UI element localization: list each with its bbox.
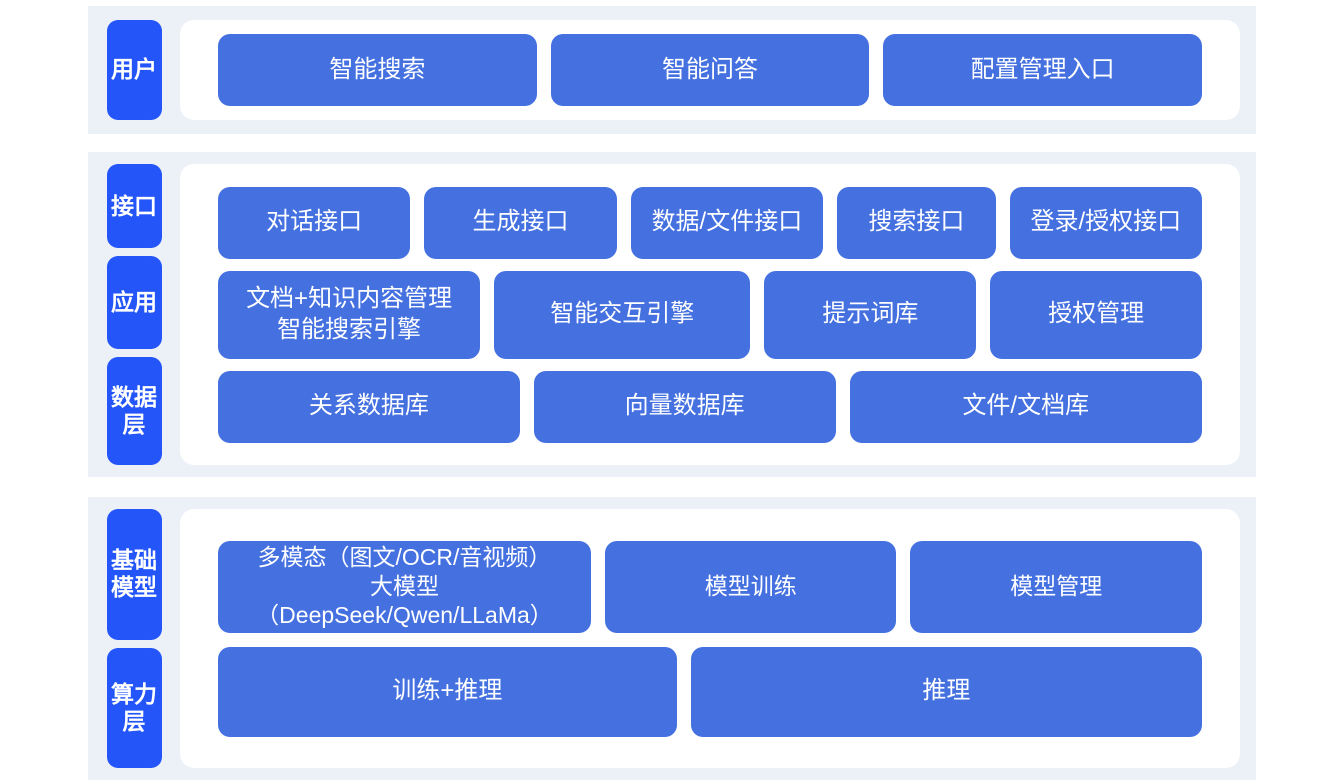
rail-tab-user[interactable]: 用户 [106,20,162,120]
box-inference[interactable]: 推理 [690,646,1202,737]
box-multimodal-large-model[interactable]: 多模态（图文/OCR/音视频） 大模型（DeepSeek/Qwen/LLaMa） [218,540,591,633]
box-training-inference[interactable]: 训练+推理 [218,646,677,737]
box-data-file-api[interactable]: 数据/文件接口 [630,186,824,259]
card-user: 智能搜索 智能问答 配置管理入口 [180,20,1240,120]
rail-tab-interface[interactable]: 接口 [106,164,162,249]
box-dialog-api[interactable]: 对话接口 [218,186,411,259]
rail-base: 基础模型 算力层 [88,497,180,780]
box-model-management[interactable]: 模型管理 [910,540,1202,633]
box-search-api[interactable]: 搜索接口 [837,186,996,259]
box-prompt-library[interactable]: 提示词库 [764,270,977,359]
box-authorization-management[interactable]: 授权管理 [990,270,1202,359]
section-base: 基础模型 算力层 多模态（图文/OCR/音视频） 大模型（DeepSeek/Qw… [88,497,1256,780]
box-config-management-entry[interactable]: 配置管理入口 [883,34,1203,106]
card-base: 多模态（图文/OCR/音视频） 大模型（DeepSeek/Qwen/LLaMa）… [180,509,1240,768]
section-user: 用户 智能搜索 智能问答 配置管理入口 [88,6,1256,134]
box-smart-qa[interactable]: 智能问答 [550,34,870,106]
section-middle: 接口 应用 数据层 对话接口 生成接口 数据/文件接口 搜索接口 登录/授权接口… [88,152,1256,477]
row-user-entries: 智能搜索 智能问答 配置管理入口 [218,34,1203,106]
box-generation-api[interactable]: 生成接口 [424,186,617,259]
rail-user: 用户 [88,6,180,134]
box-document-knowledge-management[interactable]: 文档+知识内容管理 智能搜索引擎 [218,270,481,359]
box-smart-interaction-engine[interactable]: 智能交互引擎 [494,270,751,359]
row-interface: 对话接口 生成接口 数据/文件接口 搜索接口 登录/授权接口 [218,186,1202,259]
box-file-document-store[interactable]: 文件/文档库 [849,370,1203,443]
row-compute-layer: 训练+推理 推理 [218,646,1202,737]
row-data-layer: 关系数据库 向量数据库 文件/文档库 [218,370,1203,443]
box-vector-database[interactable]: 向量数据库 [533,370,836,443]
card-middle: 对话接口 生成接口 数据/文件接口 搜索接口 登录/授权接口 文档+知识内容管理… [180,164,1240,465]
box-relational-database[interactable]: 关系数据库 [218,370,520,443]
rail-tab-foundation-model[interactable]: 基础模型 [106,509,162,640]
rail-tab-compute-layer[interactable]: 算力层 [106,647,162,768]
box-smart-search[interactable]: 智能搜索 [218,34,537,106]
row-foundation-model: 多模态（图文/OCR/音视频） 大模型（DeepSeek/Qwen/LLaMa）… [218,540,1202,633]
box-model-training[interactable]: 模型训练 [604,540,897,633]
box-login-auth-api[interactable]: 登录/授权接口 [1009,186,1202,259]
rail-tab-application[interactable]: 应用 [106,256,162,349]
rail-middle: 接口 应用 数据层 [88,152,180,477]
rail-tab-data-layer[interactable]: 数据层 [106,356,162,465]
row-application: 文档+知识内容管理 智能搜索引擎 智能交互引擎 提示词库 授权管理 [218,270,1202,359]
